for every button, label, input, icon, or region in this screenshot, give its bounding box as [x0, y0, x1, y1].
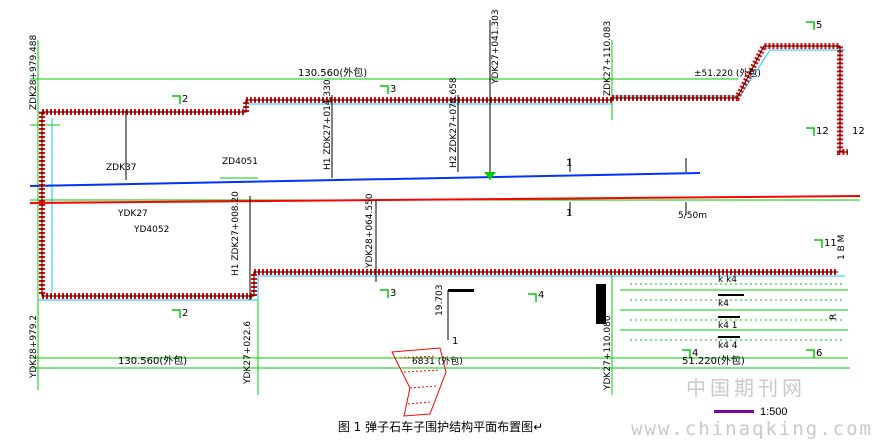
label-19703: 19.703 — [435, 285, 445, 317]
label-k4: k4 — [718, 299, 729, 309]
figure-caption: 图 1 弹子石车子围护结构平面布置图↵ — [337, 420, 544, 434]
marker-12: 12 — [816, 126, 829, 137]
section-label: 6831 (外包) — [412, 355, 463, 367]
chainage-vert1: YDK28+064.550 — [365, 193, 375, 269]
marker-12b: 12 — [852, 126, 865, 137]
marker-3b: 3 — [390, 288, 396, 299]
chainage-center-top: YDK27+041.303 — [491, 9, 501, 85]
red-axis-line — [29, 195, 861, 204]
marker-2: 2 — [182, 94, 188, 105]
section-mark-black-bars — [448, 284, 744, 338]
marker-4b: 4 — [692, 348, 698, 359]
dimension-labels: 130.560(外包) 130.560(外包) ±51.220 (外包) 51.… — [118, 66, 761, 367]
rotated-chainage-labels: ZDK28+979.488 YDK28+979.2 YDK27+041.303 … — [29, 9, 847, 391]
marker-5: 5 — [816, 20, 822, 31]
label-ydk27: YDK27 — [117, 209, 148, 219]
label-kk2: k4 4 — [718, 341, 738, 351]
chainage-left-bottom: YDK28+979.2 — [29, 315, 39, 379]
chainage-vert2: H2 ZDK27+076.658 — [449, 77, 459, 168]
marker-3: 3 — [390, 84, 396, 95]
label-1bm: 1 B M — [837, 235, 847, 260]
label-zdk37: ZDK37 — [106, 163, 136, 173]
chainage-vert3: H1 ZDK27+014.330 — [323, 79, 333, 170]
chainage-left-top: ZDK28+979.488 — [29, 35, 39, 110]
section-cut-shape — [391, 347, 447, 417]
chainage-mid-top: ZDK27+110.083 — [603, 21, 613, 96]
top-dimension-label: 130.560(外包) — [298, 66, 367, 79]
retaining-wall — [39, 43, 848, 299]
label-yd4052: YD4052 — [133, 225, 169, 235]
label-zd4051: ZD4051 — [222, 157, 258, 167]
rebar-mesh — [630, 283, 845, 341]
scale-label: 1:500 — [760, 406, 788, 418]
chainage-vert4: H1 ZDK27+008.20 — [231, 191, 241, 276]
cyan-offset-lines — [37, 49, 845, 301]
label-r: R — [829, 314, 839, 320]
watermark-url: www.chinaqking.com — [631, 418, 873, 440]
label-1b: 1 — [566, 208, 572, 219]
corner-marks — [172, 21, 823, 358]
label-kk4: k k4 — [718, 275, 737, 285]
label-500m: 5/50m — [678, 211, 707, 221]
station-lines — [125, 20, 687, 340]
chainage-mid-bottom: YDK27+022.6 — [243, 321, 253, 385]
label-1: 1 — [566, 158, 572, 169]
marker-11: 11 — [824, 238, 837, 249]
watermark-cn: 中国期刊网 — [686, 376, 806, 400]
chainage-right-bottom: YDK27+110.080 — [603, 315, 613, 391]
marker-2b: 2 — [182, 308, 188, 319]
center-arrow-icon — [484, 172, 496, 180]
marker-4: 4 — [538, 290, 544, 301]
bottom-dimension-label: 130.560(外包) — [118, 354, 187, 367]
green-marker-labels: 2 2 3 3 4 4 5 12 12 11 6 1 — [182, 20, 865, 359]
blue-axis-line — [29, 172, 701, 187]
scale-bar — [714, 410, 754, 413]
right-top-dimension-label: ±51.220 (外包) — [694, 67, 761, 79]
marker-ref: 1 — [452, 336, 458, 347]
right-bottom-dimension-label: 51.220(外包) — [682, 354, 745, 367]
label-kk1: k4 1 — [718, 321, 738, 331]
point-labels: ZDK37 YDK27 ZD4051 YD4052 k k4 k4 k4 1 k… — [106, 157, 738, 351]
marker-6: 6 — [816, 348, 822, 359]
